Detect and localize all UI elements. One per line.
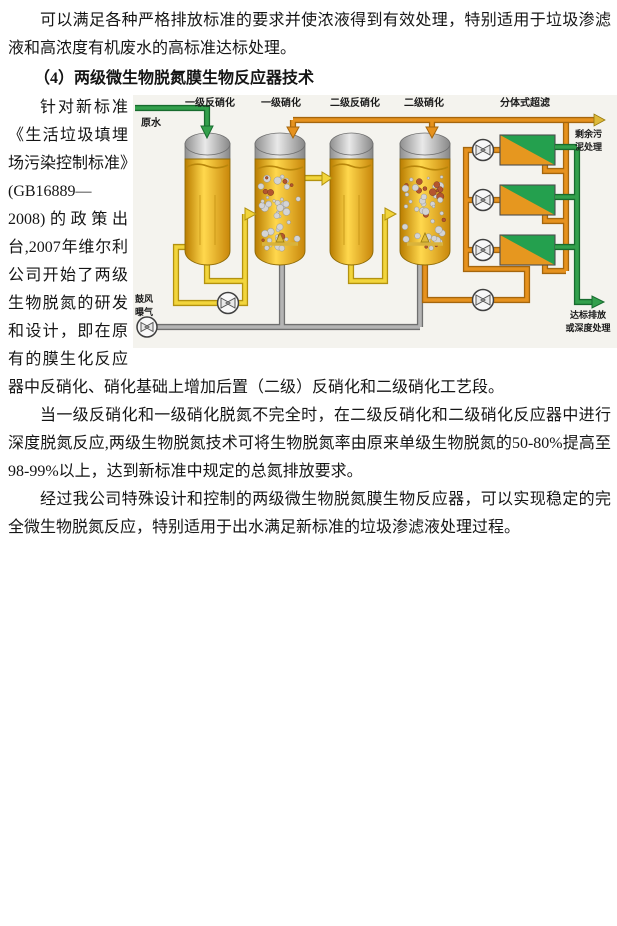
label-blower-line2: 曝气 [135,306,153,317]
air-up-arrow [275,232,285,243]
blower-icon [136,316,158,338]
pump-icon-uf1 [471,138,495,162]
paragraph-background: 针对新标准《生活垃圾填埋场污染控制标准》(GB16889—2008)的政策出台,… [8,99,505,396]
label-discharge-line2: 或深度处理 [565,322,610,333]
tank-stage2-denitrification [329,132,374,266]
label-surplus-sludge-line1: 剩余污 [575,128,602,139]
label-raw-water: 原水 [141,116,162,129]
paragraph-conclusion: 经过我公司特殊设计和控制的两级微生物脱氮膜生物反应器，可以实现稳定的完全微生物脱… [8,491,611,536]
raw-water-arrow [200,125,214,140]
pump-icon-uf3 [471,238,495,262]
pump-icon-transfer [216,291,240,315]
air-up-arrow [420,232,430,243]
label-surplus-sludge-line2: 泥处理 [575,141,602,152]
label-stage1-denitrification: 一级反硝化 [185,96,235,109]
uf-module-2 [499,184,556,216]
label-stage2-denitrification: 二级反硝化 [330,96,380,109]
uf-module-1 [499,134,556,166]
transfer-arrow-tank2 [244,207,258,221]
uf-module-3 [499,234,556,266]
pump-icon-membrane-feed [471,288,495,312]
label-stage2-nitrification: 二级硝化 [404,96,444,109]
process-diagram: 一级反硝化 一级硝化 二级反硝化 二级硝化 分体式超滤 原水 剩余污 泥处理 鼓… [133,95,617,348]
label-discharge-line1: 达标排放 [570,309,607,320]
label-stage1-nitrification: 一级硝化 [261,96,301,109]
bubbles-tank4 [401,175,446,251]
sludge-out-arrow [593,113,606,127]
recirc-arrow-tank4 [425,126,439,140]
tank-stage2-nitrification [399,132,451,266]
transfer-arrow-tank4 [384,207,398,221]
paragraph-performance: 当一级反硝化和一级硝化脱氮不完全时，在二级反硝化和二级硝化反应器中进行深度脱氮反… [8,407,611,480]
tank-stage1-denitrification [184,132,231,266]
recirc-arrow-tank2 [286,126,300,140]
transfer-arrow-tank3 [321,171,333,186]
label-blower-line1: 鼓风 [135,293,153,304]
tank-stage1-nitrification [254,132,306,266]
pump-icon-uf2 [471,188,495,212]
paragraph-intro: 可以满足各种严格排放标准的要求并使浓液得到有效处理，特别适用于垃圾渗滤液和高浓度… [8,12,611,57]
section-heading: （4）两级微生物脱氮膜生物反应器技术 [34,70,315,87]
document-page: 可以满足各种严格排放标准的要求并使浓液得到有效处理，特别适用于垃圾渗滤液和高浓度… [0,12,617,536]
discharge-arrow [591,295,606,309]
body-text-with-figure: 一级反硝化 一级硝化 二级反硝化 二级硝化 分体式超滤 原水 剩余污 泥处理 鼓… [0,94,617,402]
label-split-ultrafiltration: 分体式超滤 [500,96,550,109]
